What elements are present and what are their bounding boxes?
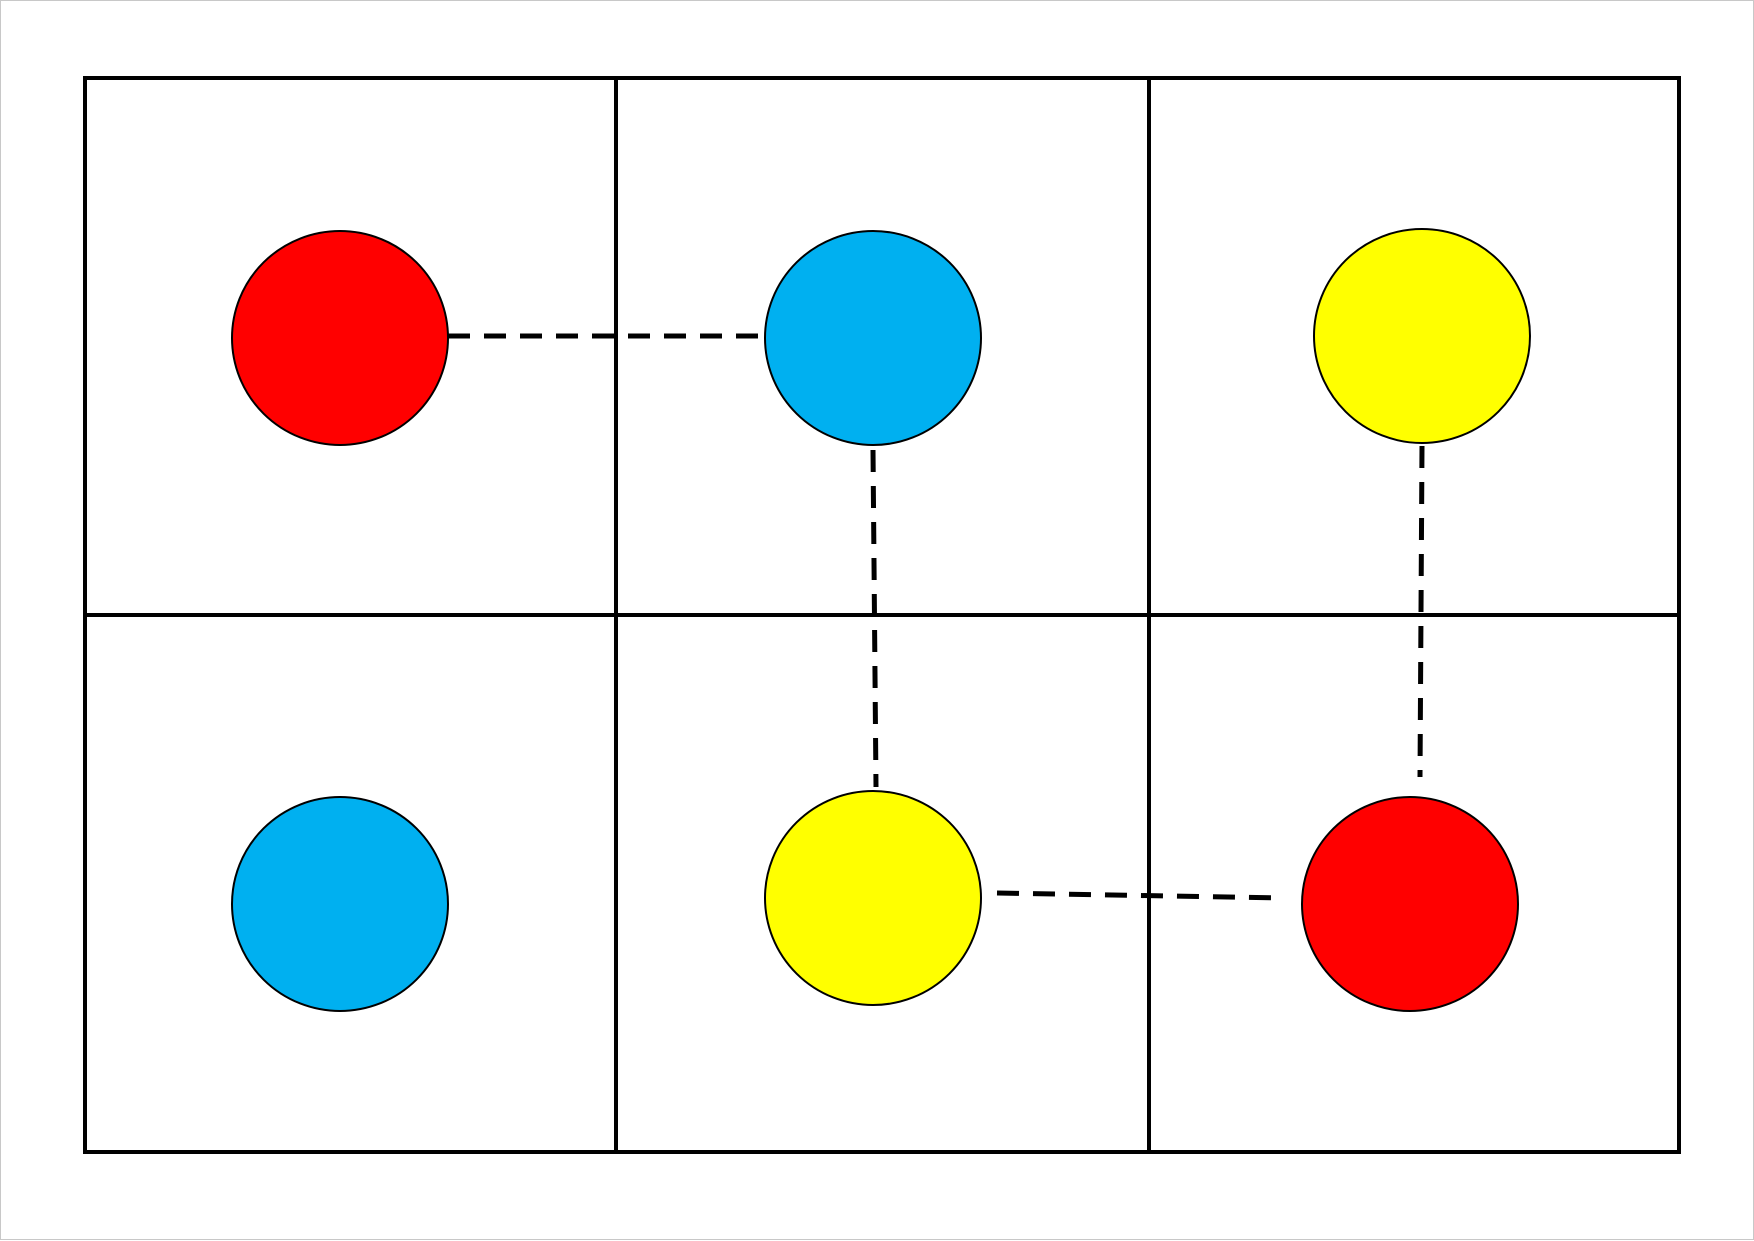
dot-blue-top-middle: [764, 230, 982, 446]
connection-blue-to-yellow-middle: [870, 449, 879, 788]
dot-blue-bottom-left: [231, 796, 449, 1012]
connection-yellow-to-red-bottom: [996, 890, 1284, 901]
connection-yellow-to-red-right: [1417, 445, 1425, 778]
dot-red-bottom-right: [1301, 796, 1519, 1012]
dot-yellow-top-right: [1313, 228, 1531, 444]
dot-red-top-left: [231, 230, 449, 446]
dot-yellow-bottom-middle: [764, 790, 982, 1006]
connections-layer: [448, 333, 1425, 901]
dots-layer: [231, 228, 1531, 1012]
